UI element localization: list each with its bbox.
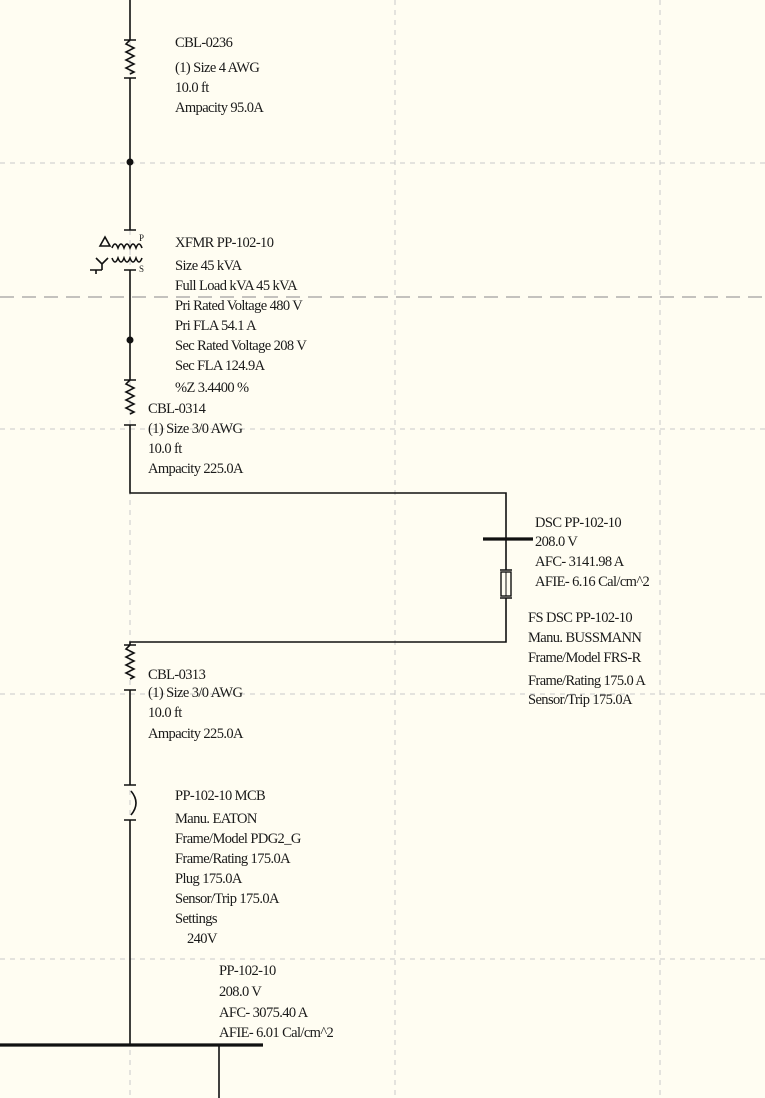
cable-cbl-0313-label-title: CBL-0313 (148, 667, 206, 683)
wiring (129, 0, 507, 1098)
transformer-symbol[interactable]: P S (90, 229, 145, 274)
transformer-label-line: Size 45 kVA (175, 258, 243, 274)
dsc-bus-label-line: 208.0 V (535, 534, 578, 550)
main-breaker-label-line: Settings (175, 911, 218, 927)
panel-bus-label-title: PP-102-10 (219, 963, 276, 979)
cable-cbl-0314-symbol[interactable] (124, 379, 136, 426)
dsc-bus-label-title: DSC PP-102-10 (535, 515, 621, 531)
main-breaker-label-title: PP-102-10 MCB (175, 788, 265, 804)
panel-bus-label-line: AFIE- 6.01 Cal/cm^2 (219, 1025, 334, 1041)
transformer-label-line: Sec Rated Voltage 208 V (175, 338, 307, 354)
cable-cbl-0236-label-title: CBL-0236 (175, 35, 233, 51)
secondary-terminal-label: S (139, 264, 144, 274)
cable-cbl-0236-label: CBL-0236 (1) Size 4 AWG 10.0 ft Ampacity 95… (175, 35, 265, 116)
dsc-bus-label: DSC PP-102-10 208.0 V AFC- 3141.98 A AFIE- … (535, 515, 650, 590)
cable-cbl-0314-label-title: CBL-0314 (148, 401, 207, 417)
cable-cbl-0236-symbol[interactable] (124, 39, 136, 79)
main-breaker-label-line: Frame/Rating 175.0A (175, 851, 291, 867)
cable-cbl-0313-label-line: Ampacity 225.0A (148, 726, 244, 742)
main-breaker-label-line: Frame/Model PDG2_G (175, 831, 302, 847)
transformer-label-line: Pri Rated Voltage 480 V (175, 298, 303, 314)
fuse-label-title: FS DSC PP-102-10 (528, 610, 632, 626)
dsc-bus-label-line: AFC- 3141.98 A (535, 554, 625, 570)
main-breaker-label-line: Manu. EATON (175, 811, 258, 827)
node-dot (126, 336, 134, 344)
cable-cbl-0236-label-line: Ampacity 95.0A (175, 100, 264, 116)
main-breaker-label-line: Plug 175.0A (175, 871, 243, 887)
main-breaker-label-line: Sensor/Trip 175.0A (175, 891, 280, 907)
cable-cbl-0313-symbol[interactable] (124, 644, 136, 691)
fuse-symbol[interactable] (500, 569, 512, 599)
panel-bus-label-line: AFC- 3075.40 A (219, 1005, 309, 1021)
transformer-label-line: Pri FLA 54.1 A (175, 318, 257, 334)
breaker-symbol[interactable] (124, 784, 137, 821)
cable-cbl-0236-label-line: (1) Size 4 AWG (175, 60, 260, 76)
fuse-label-line: Frame/Model FRS-R (528, 650, 642, 666)
panel-bus-label-line: 208.0 V (219, 984, 262, 1000)
cable-cbl-0313-label: CBL-0313 (1) Size 3/0 AWG 10.0 ft Ampacity … (148, 667, 245, 742)
transformer-label-line: %Z 3.4400 % (175, 380, 249, 396)
fuse-label-line: Frame/Rating 175.0 A (528, 673, 646, 689)
cable-cbl-0313-label-line: 10.0 ft (148, 705, 182, 721)
dsc-bus-label-line: AFIE- 6.16 Cal/cm^2 (535, 574, 650, 590)
cable-cbl-0314-label-line: Ampacity 225.0A (148, 461, 244, 477)
cable-cbl-0314-label: CBL-0314 (1) Size 3/0 AWG 10.0 ft Ampacity … (148, 401, 245, 477)
transformer-label-title: XFMR PP-102-10 (175, 235, 274, 251)
cable-cbl-0313-label-line: (1) Size 3/0 AWG (148, 685, 243, 701)
main-breaker-label-line: 240V (187, 931, 218, 947)
cable-cbl-0314-label-line: (1) Size 3/0 AWG (148, 421, 243, 437)
cable-cbl-0314-label-line: 10.0 ft (148, 441, 182, 457)
panel-bus-label: PP-102-10 208.0 V AFC- 3075.40 A AFIE- 6.01… (219, 963, 334, 1041)
node-dot (126, 158, 134, 166)
cable-cbl-0236-label-line: 10.0 ft (175, 80, 209, 96)
primary-terminal-label: P (139, 233, 144, 243)
main-breaker-label: PP-102-10 MCB Manu. EATON Frame/Model PDG2… (175, 788, 302, 947)
fuse-label-line: Manu. BUSSMANN (528, 630, 642, 646)
transformer-label-line: Full Load kVA 45 kVA (175, 278, 298, 294)
transformer-label-line: Sec FLA 124.9A (175, 358, 266, 374)
fuse-label-line: Sensor/Trip 175.0A (528, 692, 633, 708)
